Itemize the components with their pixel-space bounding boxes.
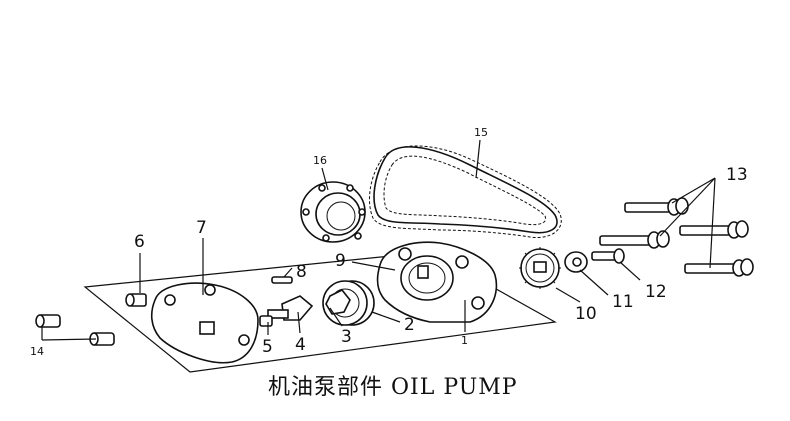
part-3-inner-rotor	[325, 288, 351, 315]
callout-2: 2	[404, 315, 415, 335]
callout-14: 14	[30, 345, 44, 358]
leader-lines	[41, 139, 716, 341]
part-14-dowels	[35, 314, 115, 346]
callout-8: 8	[296, 262, 307, 282]
part-10-drive-sprocket	[519, 247, 561, 289]
part-12-pin	[591, 248, 625, 264]
part-16-sprocket-hub	[300, 181, 366, 243]
callout-5: 5	[262, 337, 273, 357]
part-4-shaft-rotor	[267, 295, 314, 321]
part-6-plug	[125, 293, 147, 307]
callout-1: 1	[461, 334, 468, 347]
callout-13: 13	[726, 165, 748, 185]
part-8-dowel	[271, 276, 293, 284]
diagram-title: 机油泵部件 OIL PUMP	[268, 375, 518, 400]
part-15-chain	[369, 145, 562, 239]
part-13-bolts	[599, 197, 754, 277]
callout-15: 15	[474, 126, 488, 139]
part-1-pump-body	[376, 241, 498, 323]
assembly-boundary	[83, 251, 557, 373]
callout-11: 11	[612, 292, 634, 312]
callout-7: 7	[196, 218, 207, 238]
callout-10: 10	[575, 304, 597, 324]
part-7-pump-cover	[150, 282, 259, 364]
part-5-pin	[259, 315, 273, 327]
callout-16: 16	[313, 154, 327, 167]
callout-4: 4	[295, 335, 306, 355]
callout-6: 6	[134, 232, 145, 252]
callout-12: 12	[645, 282, 667, 302]
callout-9: 9	[335, 251, 346, 271]
callout-3: 3	[341, 327, 352, 347]
part-11-washer	[564, 251, 588, 273]
